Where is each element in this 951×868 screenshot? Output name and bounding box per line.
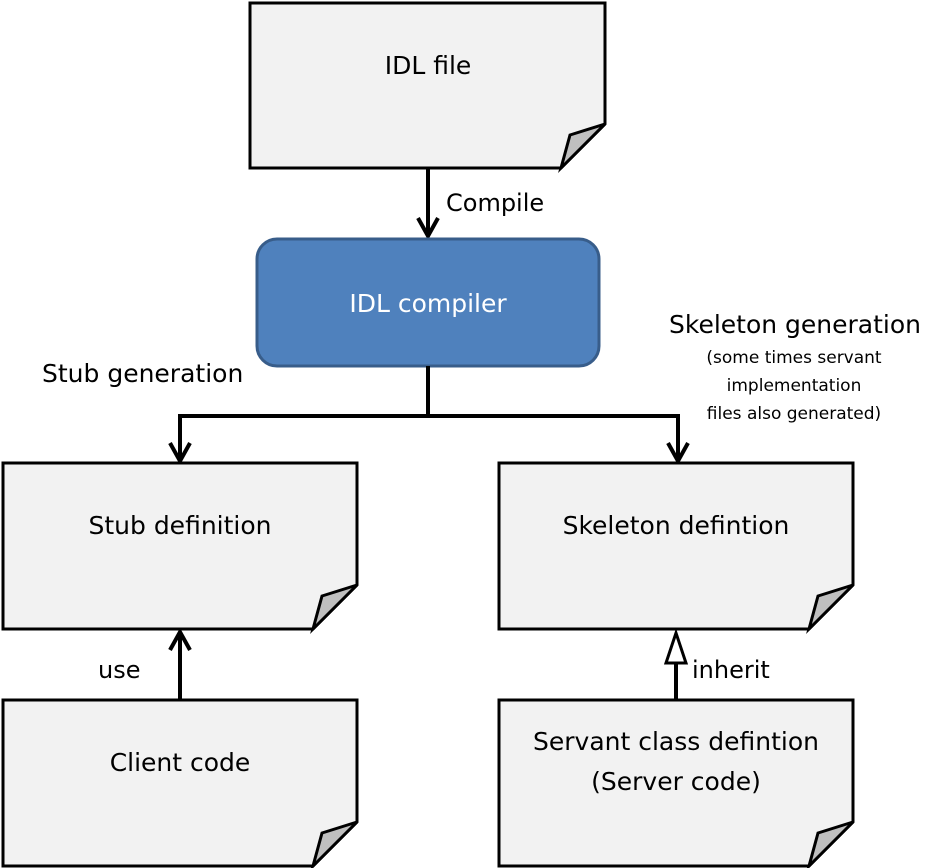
servant-class-label-line-2: (Server code): [591, 767, 761, 796]
inherit-arrow-head: [663, 628, 689, 665]
inherit-label: inherit: [692, 656, 770, 684]
use-edge: use: [98, 627, 192, 700]
skeleton-note-line-1: (some times servant: [706, 348, 882, 368]
stub-definition-node: Stub definition: [1, 461, 359, 635]
idl-file-fold: [558, 122, 607, 174]
compile-label: Compile: [446, 189, 544, 217]
use-arrow-head: [168, 627, 192, 651]
client-code-label: Client code: [110, 748, 251, 777]
skeleton-generation-label: Skeleton generation: [669, 310, 921, 339]
compile-edge: Compile: [416, 168, 544, 241]
skeleton-definition-label: Skeleton defintion: [563, 511, 790, 540]
stub-generation-label: Stub generation: [42, 359, 243, 388]
idl-compiler-node: IDL compiler: [255, 237, 601, 368]
skeleton-note-line-3: files also generated): [707, 404, 881, 424]
idl-file-document-shape: [248, 1, 607, 170]
servant-class-fold: [806, 820, 855, 868]
skeleton-arrow-head: [666, 442, 690, 466]
servant-class-node: Servant class defintion (Server code): [497, 698, 855, 868]
generation-edges: [168, 366, 690, 466]
skeleton-definition-fold: [806, 583, 855, 635]
servant-class-label-line-1: Servant class defintion: [533, 727, 819, 756]
skeleton-definition-node: Skeleton defintion: [497, 461, 855, 635]
inherit-edge: inherit: [663, 628, 770, 700]
stub-arrow-head: [168, 442, 192, 466]
use-label: use: [98, 656, 140, 684]
compile-arrow-head: [416, 217, 440, 241]
stub-definition-fold: [310, 583, 359, 635]
idl-compiler-label: IDL compiler: [349, 289, 507, 318]
skeleton-definition-document-shape: [497, 461, 855, 631]
client-code-node: Client code: [1, 698, 359, 868]
client-code-fold: [310, 820, 359, 868]
skeleton-note-line-2: implementation: [727, 376, 862, 396]
idl-file-node: IDL file: [248, 1, 607, 174]
client-code-document-shape: [1, 698, 359, 868]
stub-definition-label: Stub definition: [88, 511, 271, 540]
idl-file-label: IDL file: [385, 51, 472, 80]
stub-definition-document-shape: [1, 461, 359, 631]
